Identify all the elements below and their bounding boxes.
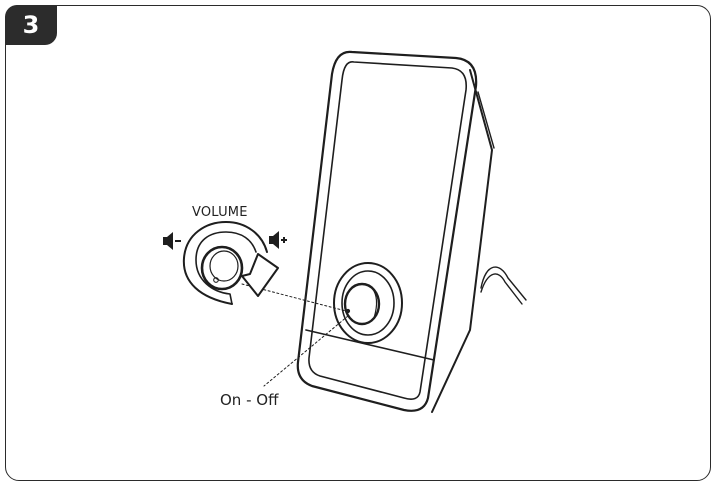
speaker-knob-indicator [345, 308, 351, 314]
step-number-badge: 3 [5, 5, 57, 45]
volume-dial-knob [200, 245, 244, 291]
speaker-knob-inner-ring [341, 270, 395, 336]
speaker-bottom-band [305, 329, 435, 361]
instruction-panel [5, 5, 711, 481]
speaker-plus-icon [269, 231, 287, 249]
clockwise-arrow-icon [241, 253, 279, 297]
speaker-minus-icon [163, 232, 181, 250]
speaker-knob-outer-ring [333, 262, 403, 344]
volume-label: VOLUME [192, 205, 248, 220]
on-off-label: On - Off [220, 391, 279, 409]
power-leader-line [263, 315, 349, 387]
speaker-front-inner [308, 61, 468, 400]
speaker-cable [480, 266, 527, 301]
speaker-knob-cap [343, 282, 381, 326]
speaker-front-outer [296, 50, 478, 412]
volume-dial-ring [182, 221, 268, 305]
speaker-side-panel [431, 69, 493, 413]
